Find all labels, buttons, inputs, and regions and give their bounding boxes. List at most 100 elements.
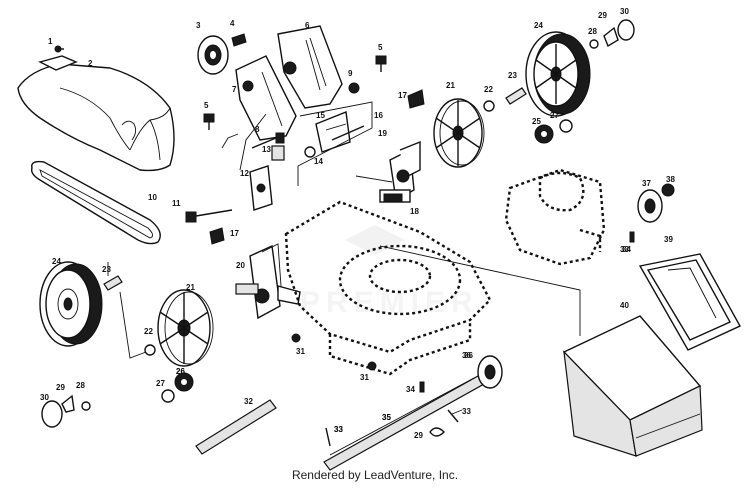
callout: 5 [204,101,209,110]
callout: 1 [48,37,53,46]
callout: 40 [620,301,629,310]
part-31-nut [291,333,377,371]
callout: 9 [348,69,353,78]
part-33-pin [325,409,463,447]
callout: 11 [172,199,181,208]
engine [504,168,606,266]
part-18-bracket [383,193,403,203]
part-29-clip [61,26,619,437]
callout: 27 [156,379,165,388]
part-25-gear [534,124,554,144]
callout: 17 [398,91,407,100]
callout: 12 [240,169,249,178]
callout: 17 [230,229,239,238]
part-22-washer [144,100,495,356]
callout: 28 [588,27,597,36]
part-8-bolt [251,132,285,149]
callout: 3 [196,21,201,30]
part-9-nut [348,82,360,94]
callout: 30 [620,7,629,16]
callout: 31 [360,373,369,382]
part-24-large-wheel-front [39,261,103,347]
callout: 14 [314,157,323,166]
callout: 18 [410,207,419,216]
callout: 6 [305,21,310,30]
callout: 35 [382,413,391,422]
callout: 5 [378,43,383,52]
part-11-bolt [185,209,233,223]
part-21-wheel-rear [433,98,485,168]
callout: 33 [334,425,343,434]
callout: 16 [374,111,383,120]
watermark: PREMIER [300,225,479,319]
callout: 30 [40,393,49,402]
part-34-pin [419,231,635,393]
callout: 33 [620,245,629,254]
callout: 32 [244,397,253,406]
part-35-axle [323,375,485,471]
part-39-handle-frame [638,253,741,351]
part-40-grass-bag [562,315,703,457]
part-6-bracket [277,25,343,109]
callout: 36 [462,351,471,360]
part-36-hub [477,355,503,389]
part-27-ring [161,119,573,403]
callout: 22 [144,327,153,336]
callout: 31 [296,347,305,356]
callout: 10 [148,193,157,202]
leader-lines [107,113,393,359]
callout: 34 [406,385,415,394]
part-5-screw [203,55,387,130]
callout: 21 [446,81,455,90]
callouts: 1 2 3 4 5 6 7 8 9 10 11 12 13 14 15 16 1… [40,7,675,440]
callout: 13 [262,145,271,154]
render-credit: Rendered by LeadVenture, Inc. [291,468,459,482]
callout: 21 [186,283,195,292]
part-14-washer [304,146,316,158]
callout: 27 [550,111,559,120]
callout: 37 [642,179,651,188]
svg-text:PREMIER: PREMIER [300,286,479,319]
callout: 28 [76,381,85,390]
callout: 4 [230,19,235,28]
part-20-height-adjuster [235,243,301,320]
part-17-clip [209,89,425,245]
callout: 15 [316,111,325,120]
callout: 35 [382,413,391,422]
callout: 2 [88,59,93,68]
callout: 38 [666,175,675,184]
part-4-key [231,33,247,47]
callout: 29 [414,431,423,440]
part-12-plate [249,165,273,211]
part-2-belt-cover [17,55,175,172]
part-16-pin [331,125,365,141]
part-30-hub-cap [41,19,635,428]
callout: 29 [56,383,65,392]
part-21-wheel-front [157,289,214,367]
callout: 36 [464,351,473,360]
callout: 8 [255,125,260,134]
part-24-large-wheel-rear [525,31,591,117]
callout: 24 [534,21,543,30]
part-10-belt [30,160,161,245]
part-23-bolt [103,87,527,291]
callout: 26 [176,367,185,376]
engine-leader [379,245,581,336]
callout: 26 [176,367,185,376]
callout: 22 [484,85,493,94]
part-1-screw [54,45,64,53]
part-26-gear [174,372,194,392]
callout: 33 [462,407,471,416]
callout: 20 [236,261,245,270]
callout: 39 [664,235,673,244]
part-28-washer [81,39,599,411]
mower-deck [284,200,492,376]
part-15-shaft [315,111,351,153]
part-7-bracket [235,55,297,141]
assembly-leader [221,101,373,186]
part-13-spacer [271,145,285,161]
callout: 25 [532,117,541,126]
part-38-cap [661,183,675,197]
